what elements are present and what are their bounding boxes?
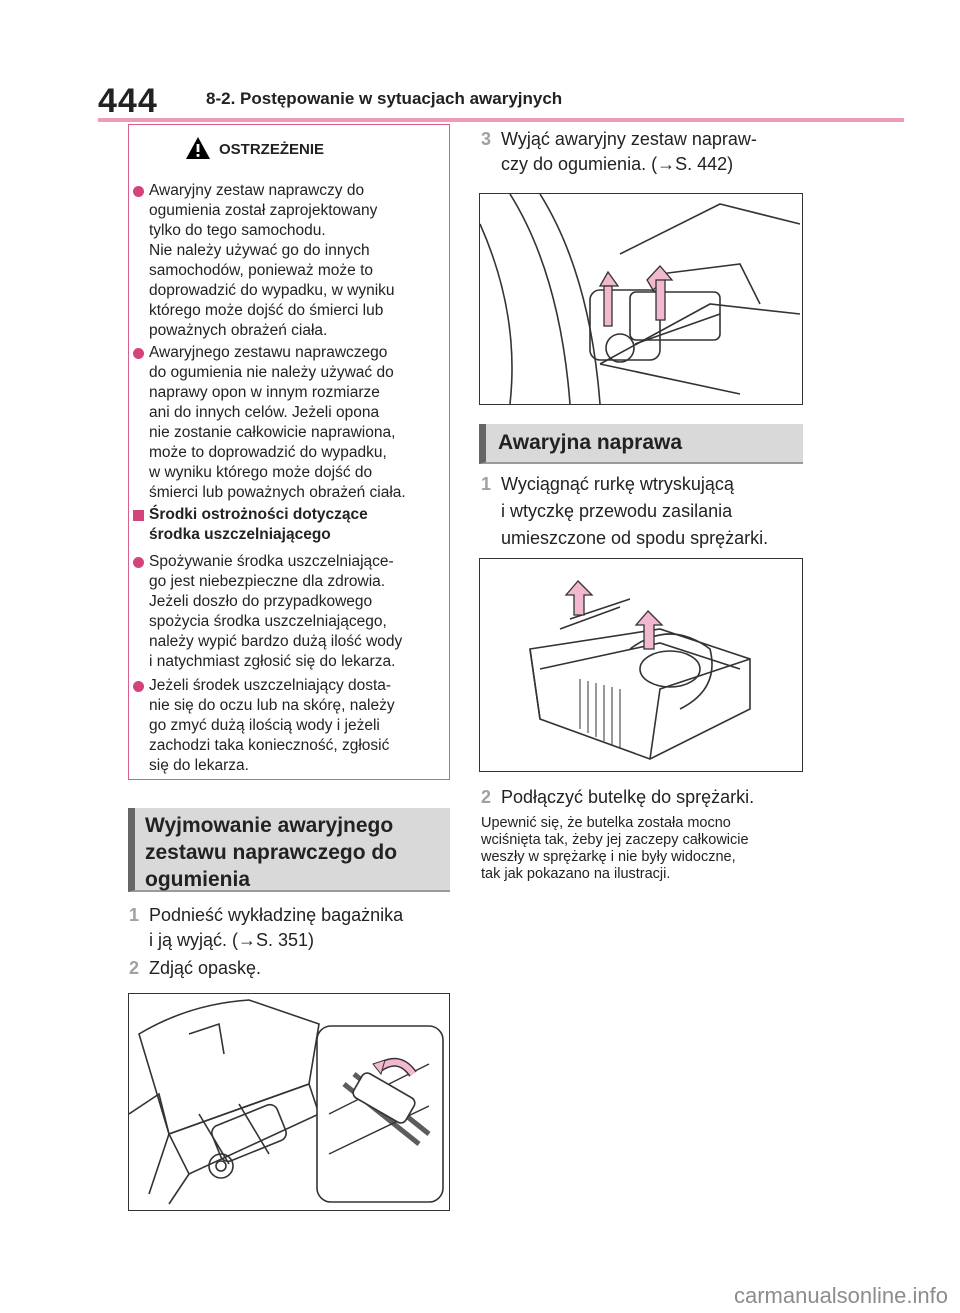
warning-box: OSTRZEŻENIE Awaryjny zestaw naprawczy do… — [128, 124, 450, 780]
removal-heading: Wyjmowanie awaryjnego zestawu naprawczeg… — [128, 808, 450, 892]
warning-subheading: Środki ostrożności dotyczące środka uszc… — [133, 505, 447, 545]
warning-title: OSTRZEŻENIE — [219, 141, 325, 158]
repair-note: Upewnić się, że butelka została mocno wc… — [481, 815, 749, 882]
section-title: 8-2. Postępowanie w sytuacjach awaryjnyc… — [206, 89, 563, 108]
compressor-illustration — [529, 580, 751, 760]
bullet-dot-icon — [133, 348, 144, 359]
warning-bullet: Spożywanie środka uszczelniające- go jes… — [133, 552, 447, 672]
bullet-dot-icon — [133, 557, 144, 568]
zoom-inset — [316, 1025, 444, 1203]
warning-bullet: Awaryjny zestaw naprawczy do ogumienia z… — [133, 181, 447, 341]
trunk-strap-illustration — [129, 999, 444, 1205]
warning-triangle-icon — [186, 137, 210, 159]
figure-compressor — [479, 558, 803, 772]
warning-header: OSTRZEŻENIE — [129, 125, 449, 172]
page-number: 444 — [98, 82, 158, 120]
header-rule — [98, 118, 904, 122]
square-bullet-icon — [133, 510, 144, 521]
bullet-dot-icon — [133, 681, 144, 692]
warning-bullet: Awaryjnego zestawu naprawczego do ogumie… — [133, 343, 447, 503]
figure-remove-kit — [479, 193, 803, 405]
watermark: carmanualsonline.info — [733, 1283, 948, 1308]
repair-heading: Awaryjna naprawa — [479, 424, 803, 464]
figure-trunk-strap — [128, 993, 450, 1211]
bullet-dot-icon — [133, 186, 144, 197]
remove-kit-illustration — [480, 194, 801, 404]
warning-bullet: Jeżeli środek uszczelniający dosta- nie … — [133, 676, 447, 776]
